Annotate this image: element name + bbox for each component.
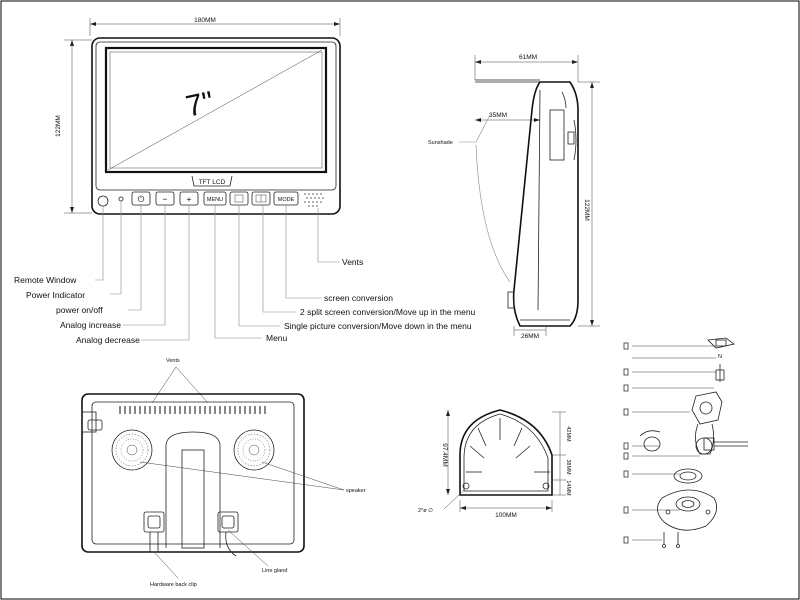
analog-increase-button[interactable]: + bbox=[179, 191, 199, 206]
side-top-dim: 61MM bbox=[519, 54, 537, 61]
bracket-hole-note: 2*ø ∅ bbox=[418, 507, 433, 514]
callout-remote-window: Remote Window bbox=[14, 275, 77, 285]
analog-decrease-button[interactable]: − bbox=[155, 191, 175, 206]
right-speaker bbox=[233, 429, 275, 471]
callout-split-screen: 2 split screen conversion/Move up in the… bbox=[300, 307, 476, 317]
exploded-top-label: N bbox=[718, 354, 722, 360]
front-view: 180MM 122MM 7" TFT LCD ⏻ − bbox=[14, 17, 476, 345]
speaker-label: speaker bbox=[346, 488, 366, 494]
remote-window bbox=[97, 195, 109, 207]
back-vents-label: Vents bbox=[166, 358, 180, 364]
mode-button-label: MODE bbox=[278, 197, 295, 203]
tft-lcd-label: TFT LCD bbox=[199, 179, 226, 186]
callout-power-indicator: Power Indicator bbox=[26, 290, 85, 300]
suction-base bbox=[657, 489, 718, 531]
front-width-dim: 180MM bbox=[194, 17, 216, 24]
callout-analog-decrease: Analog decrease bbox=[76, 335, 140, 345]
side-shade-dim: 35MM bbox=[489, 112, 507, 119]
front-vents bbox=[304, 193, 324, 207]
power-icon: ⏻ bbox=[138, 194, 145, 204]
front-height-dim: 122MM bbox=[55, 115, 62, 137]
callout-vents: Vents bbox=[342, 257, 363, 267]
bracket-plate bbox=[459, 409, 553, 496]
mode-button[interactable]: MODE bbox=[273, 191, 299, 206]
exploded-mount-view: N bbox=[623, 337, 748, 548]
back-housing bbox=[81, 393, 305, 553]
split-screen-button[interactable] bbox=[251, 191, 271, 206]
power-indicator bbox=[118, 196, 124, 202]
side-housing bbox=[512, 81, 579, 327]
callout-power-onoff: power on/off bbox=[56, 305, 103, 315]
callout-menu: Menu bbox=[266, 333, 288, 343]
bracket-width-dim: 100MM bbox=[495, 512, 517, 519]
bracket-dim-14: 14MM bbox=[565, 480, 571, 496]
bracket-dim-38: 38MM bbox=[565, 459, 571, 475]
back-clip-label: Hardware back clip bbox=[150, 582, 197, 588]
left-speaker bbox=[111, 429, 153, 471]
side-bottom-dim: 26MM bbox=[521, 333, 539, 340]
back-view: Vents speaker bbox=[81, 358, 366, 588]
sunshade-label: Sunshade bbox=[428, 140, 453, 146]
side-height-dim: 122MM bbox=[583, 199, 590, 221]
side-view: 61MM 35MM Sunshade 122MM 26MM bbox=[428, 54, 600, 340]
bracket-dim-42: 42MM bbox=[565, 426, 571, 442]
power-button[interactable]: ⏻ bbox=[131, 191, 151, 206]
single-picture-button[interactable] bbox=[229, 191, 249, 206]
bracket-height-dim: 97.4MM bbox=[441, 443, 448, 466]
callout-analog-increase: Analog increase bbox=[60, 320, 121, 330]
plus-icon: + bbox=[187, 194, 192, 204]
line-gland-label: Line gland bbox=[262, 568, 287, 574]
menu-button[interactable]: MENU bbox=[203, 191, 227, 206]
menu-button-label: MENU bbox=[207, 197, 223, 203]
single-screen-icon bbox=[234, 194, 244, 203]
callout-screen-conversion: screen conversion bbox=[324, 293, 393, 303]
monitor-housing bbox=[91, 37, 341, 215]
screen-size-label: 7" bbox=[183, 86, 217, 124]
bracket-view: 97.4MM 42MM 38MM 14MM 100MM 2*ø ∅ bbox=[418, 409, 571, 519]
callout-single-picture: Single picture conversion/Move down in t… bbox=[284, 321, 472, 331]
minus-icon: − bbox=[163, 194, 168, 204]
lcd-screen bbox=[104, 46, 328, 174]
back-vent-slots bbox=[119, 406, 266, 414]
